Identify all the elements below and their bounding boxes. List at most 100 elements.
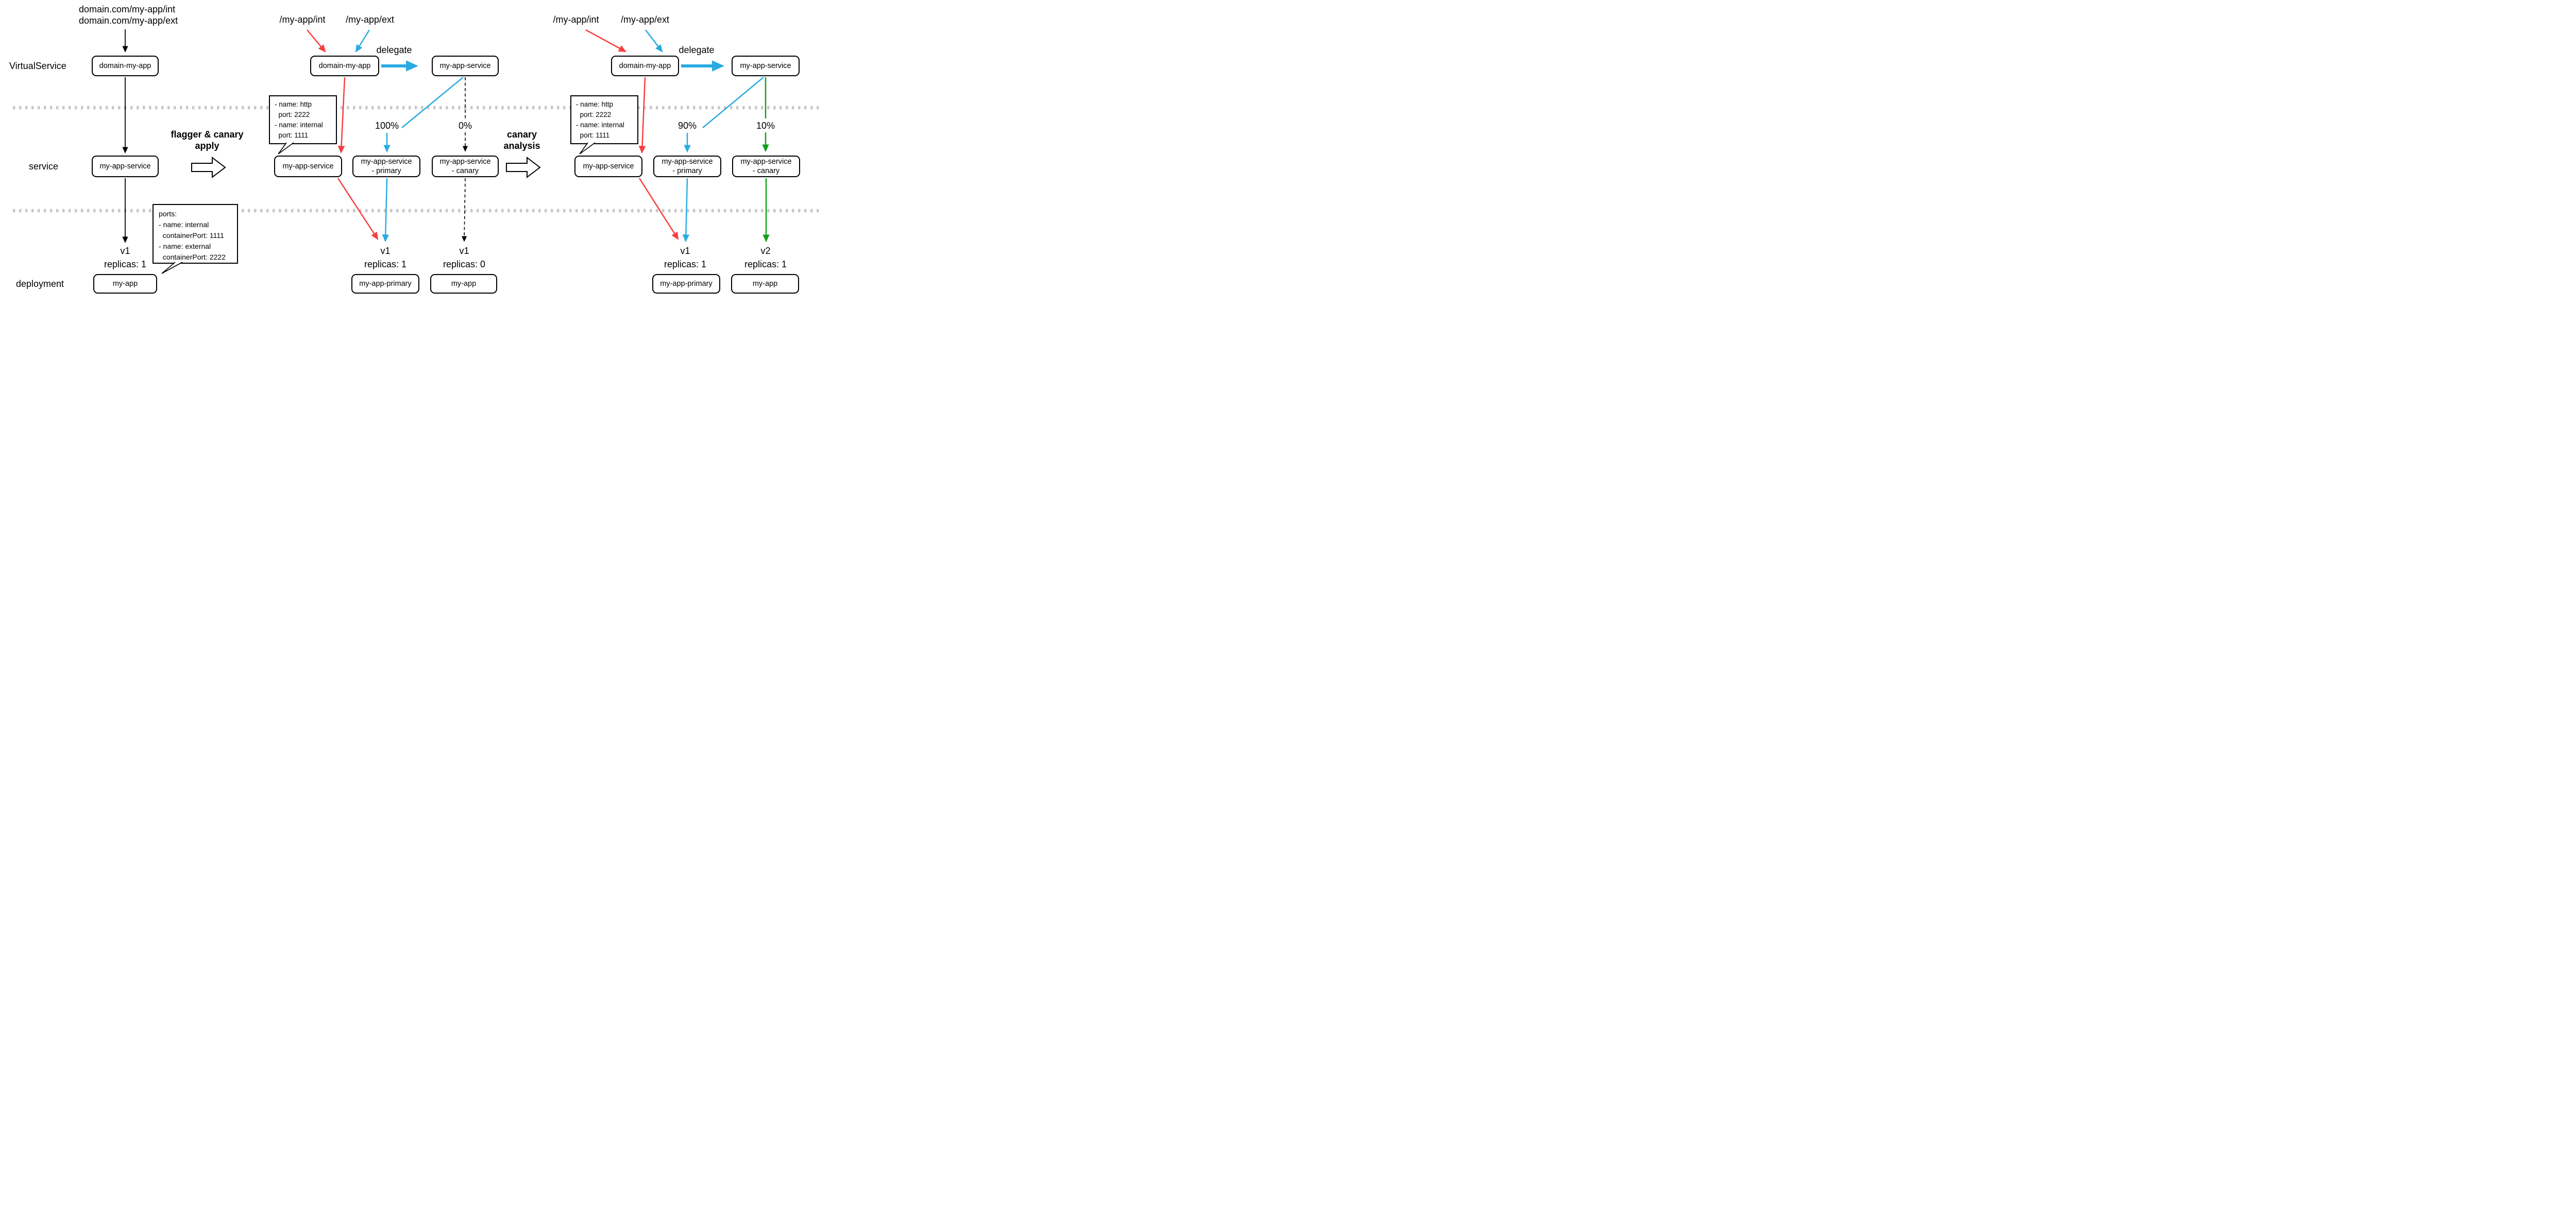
primary-weight-label: 90% <box>677 121 697 131</box>
deployment-version-label: v1 <box>120 246 130 256</box>
primary-service-node-suffix: - primary <box>672 167 702 175</box>
canary-service-node: my-app-service - canary <box>732 156 800 177</box>
blue-arrow-primary-to-dep <box>682 178 690 243</box>
red-arrow-int-path <box>307 29 326 53</box>
red-arrow-service-to-primary-dep <box>337 178 379 240</box>
apply-transition-arrow-icon <box>191 156 226 179</box>
red-arrow-int-path <box>585 29 626 53</box>
analysis-transition-arrow-icon <box>506 156 541 179</box>
canary-deployment-node-label: my-app <box>752 280 778 288</box>
canary-service-node: my-app-service - canary <box>432 156 499 177</box>
service-node-label: my-app-service <box>282 162 334 170</box>
apply-caption-line2: apply <box>195 141 219 151</box>
canary-weight-label: 0% <box>458 121 472 131</box>
row-label-service: service <box>29 161 59 172</box>
blue-arrow-ext-path <box>355 29 370 53</box>
bubble-tail <box>579 142 596 155</box>
service-node-label: my-app-service <box>583 162 634 170</box>
bubble-tail <box>161 262 183 274</box>
red-arrow-vs-to-service <box>638 77 646 154</box>
note-line: port: 1111 <box>275 131 309 139</box>
virtualservice-node: domain-my-app <box>310 56 379 76</box>
virtualservice-node-label: domain-my-app <box>318 62 371 70</box>
note-line: ports: <box>159 210 177 218</box>
service-node: my-app-service <box>274 156 342 177</box>
note-line: containerPort: 2222 <box>159 253 226 261</box>
note-line: port: 2222 <box>275 111 310 118</box>
note-line: port: 2222 <box>576 111 612 118</box>
canary-deployment-node: my-app <box>430 274 497 294</box>
virtualservice-node-label: domain-my-app <box>99 62 151 70</box>
virtualservice-node: domain-my-app <box>611 56 679 76</box>
delegate-virtualservice-node-label: my-app-service <box>439 62 491 70</box>
deployment-node: my-app <box>93 274 157 294</box>
primary-deployment-node-label: my-app-primary <box>660 280 713 288</box>
ports-note-bubble: - name: http port: 2222 - name: internal… <box>269 95 337 155</box>
note-line: - name: http <box>576 100 614 108</box>
note-line: - name: internal <box>159 220 209 229</box>
bubble-tail <box>278 142 294 155</box>
route-path-external: /my-app/ext <box>620 14 670 25</box>
canary-weight-label: 10% <box>756 121 775 131</box>
ingress-url-external: domain.com/my-app/ext <box>79 15 178 26</box>
delegate-label: delegate <box>679 45 715 55</box>
ports-note-bubble: - name: http port: 2222 - name: internal… <box>570 95 638 155</box>
ports-note-bubble: ports: - name: internal containerPort: 1… <box>152 204 238 274</box>
apply-caption: flagger & canary apply <box>156 129 259 151</box>
canary-service-node-label: my-app-service <box>740 158 792 166</box>
canary-version-label: v1 <box>459 246 469 256</box>
primary-service-node: my-app-service - primary <box>653 156 721 177</box>
blue-arrow-primary-to-dep <box>382 178 389 243</box>
delegate-label: delegate <box>376 45 412 55</box>
canary-deployment-diagram: VirtualService service deployment domain… <box>0 0 828 308</box>
diagram-lines-layer <box>13 29 820 243</box>
analysis-caption-line2: analysis <box>503 141 540 151</box>
primary-deployment-node: my-app-primary <box>351 274 419 294</box>
note-line: containerPort: 1111 <box>159 231 224 240</box>
note-line: port: 1111 <box>576 131 610 139</box>
service-node: my-app-service <box>92 156 159 177</box>
note-line: - name: internal <box>275 121 323 129</box>
canary-service-node-suffix: - canary <box>752 167 780 175</box>
virtualservice-node: domain-my-app <box>92 56 159 76</box>
blue-line-vs-to-weight <box>401 77 464 128</box>
note-line: - name: internal <box>576 121 624 129</box>
primary-version-label: v1 <box>680 246 690 256</box>
red-arrow-service-to-primary-dep <box>638 178 679 240</box>
note-line: - name: http <box>275 100 312 108</box>
primary-service-node-label: my-app-service <box>662 158 713 166</box>
primary-replicas-label: replicas: 1 <box>664 259 707 269</box>
deployment-replicas-label: replicas: 1 <box>104 259 147 269</box>
route-path-internal: /my-app/int <box>279 14 326 25</box>
primary-replicas-label: replicas: 1 <box>364 259 407 269</box>
primary-version-label: v1 <box>380 246 391 256</box>
canary-deployment-node-label: my-app <box>451 280 477 288</box>
primary-service-node-suffix: - primary <box>371 167 401 175</box>
apply-caption-line1: flagger & canary <box>171 129 244 140</box>
analysis-flow-arrows <box>585 29 770 243</box>
note-line: - name: external <box>159 242 211 250</box>
primary-service-node: my-app-service - primary <box>352 156 420 177</box>
analysis-caption: canary analysis <box>470 129 573 151</box>
blue-line-vs-to-weight <box>702 77 764 128</box>
delegate-virtualservice-node: my-app-service <box>732 56 800 76</box>
apply-flow-arrows <box>307 29 468 243</box>
primary-deployment-node-label: my-app-primary <box>359 280 412 288</box>
route-path-internal: /my-app/int <box>553 14 599 25</box>
blue-arrow-ext-path <box>645 29 663 53</box>
primary-deployment-node: my-app-primary <box>652 274 720 294</box>
delegate-virtualservice-node: my-app-service <box>432 56 499 76</box>
canary-replicas-label: replicas: 0 <box>443 259 486 269</box>
row-label-virtualservice: VirtualService <box>9 61 66 71</box>
canary-version-label: v2 <box>760 246 771 256</box>
delegate-virtualservice-node-label: my-app-service <box>740 62 791 70</box>
canary-replicas-label: replicas: 1 <box>744 259 787 269</box>
analysis-caption-line1: canary <box>506 129 537 140</box>
red-arrow-vs-to-service <box>337 77 346 154</box>
service-node-label: my-app-service <box>99 162 151 170</box>
route-path-external: /my-app/ext <box>345 14 395 25</box>
primary-weight-label: 100% <box>375 121 399 131</box>
virtualservice-node-label: domain-my-app <box>619 62 671 70</box>
deployment-node-label: my-app <box>112 280 138 288</box>
ingress-url-internal: domain.com/my-app/int <box>79 4 176 14</box>
